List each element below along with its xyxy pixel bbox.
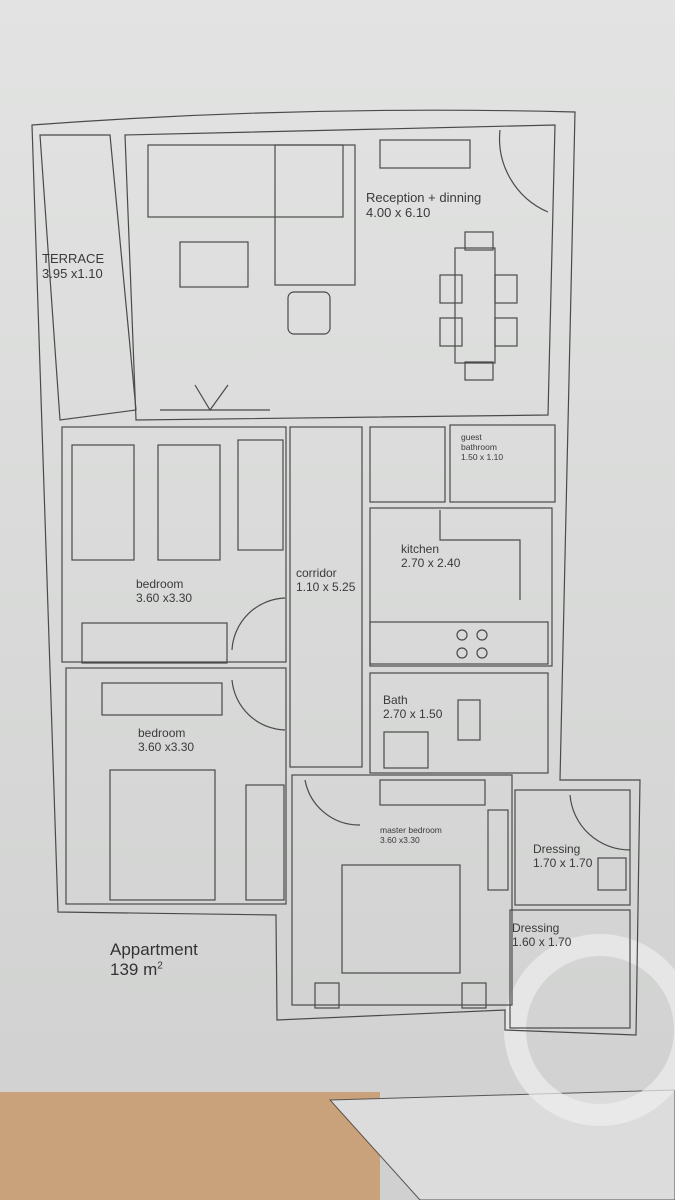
room-size: 1.60 x 1.70 [512,934,572,949]
room-reception: Reception + dinning 4.00 x 6.10 [366,190,482,221]
room-name: TERRACE [42,251,105,266]
room-size: 3.60 x3.30 [380,834,420,845]
room-dressing-1: Dressing 1.70 x 1.70 [533,842,593,871]
room-guest-bathroom: guest bathroom 1.50 x 1.10 [461,432,506,462]
room-size: 3.60 x3.30 [136,590,193,605]
room-name: Reception + dinning [366,190,482,205]
plan-area-value: 139 m [110,959,158,979]
room-name: master bedroom [380,825,442,835]
room-kitchen: kitchen 2.70 x 2.40 [401,542,461,571]
room-size: 2.70 x 1.50 [383,706,443,721]
room-size: 4.00 x 6.10 [366,204,431,220]
room-name: guest bathroom [461,432,497,452]
room-master-bedroom: master bedroom 3.60 x3.30 [380,825,442,846]
room-bedroom-2: bedroom 3.60 x3.30 [138,726,195,755]
room-terrace: TERRACE 3.95 x1.10 [42,251,105,282]
room-name: bedroom [138,726,186,740]
room-name: bedroom [136,577,184,591]
room-name: corridor [296,566,337,580]
plan-area-unit-exponent: 2 [157,959,163,971]
walls [31,109,641,1036]
room-name: Bath [383,693,408,707]
room-size: 3.95 x1.10 [42,265,103,281]
room-size: 1.70 x 1.70 [533,855,593,870]
room-bedroom-1: bedroom 3.60 x3.30 [136,577,193,606]
room-name: kitchen [401,542,440,556]
room-size: 1.50 x 1.10 [461,451,504,462]
room-name: Dressing [512,921,560,935]
room-size: 1.10 x 5.25 [296,579,356,594]
plan-title-block: Appartment 139 m2 [110,940,198,979]
plan-area: 139 m2 [110,960,198,980]
plan-title: Appartment [110,940,198,959]
room-bath: Bath 2.70 x 1.50 [383,693,443,722]
room-dressing-2: Dressing 1.60 x 1.70 [512,921,572,950]
room-size: 2.70 x 2.40 [401,555,461,570]
room-size: 3.60 x3.30 [138,739,195,754]
table-surface [0,1092,380,1200]
room-corridor: corridor 1.10 x 5.25 [296,566,356,595]
dining-chairs [439,231,518,381]
room-name: Dressing [533,842,581,856]
